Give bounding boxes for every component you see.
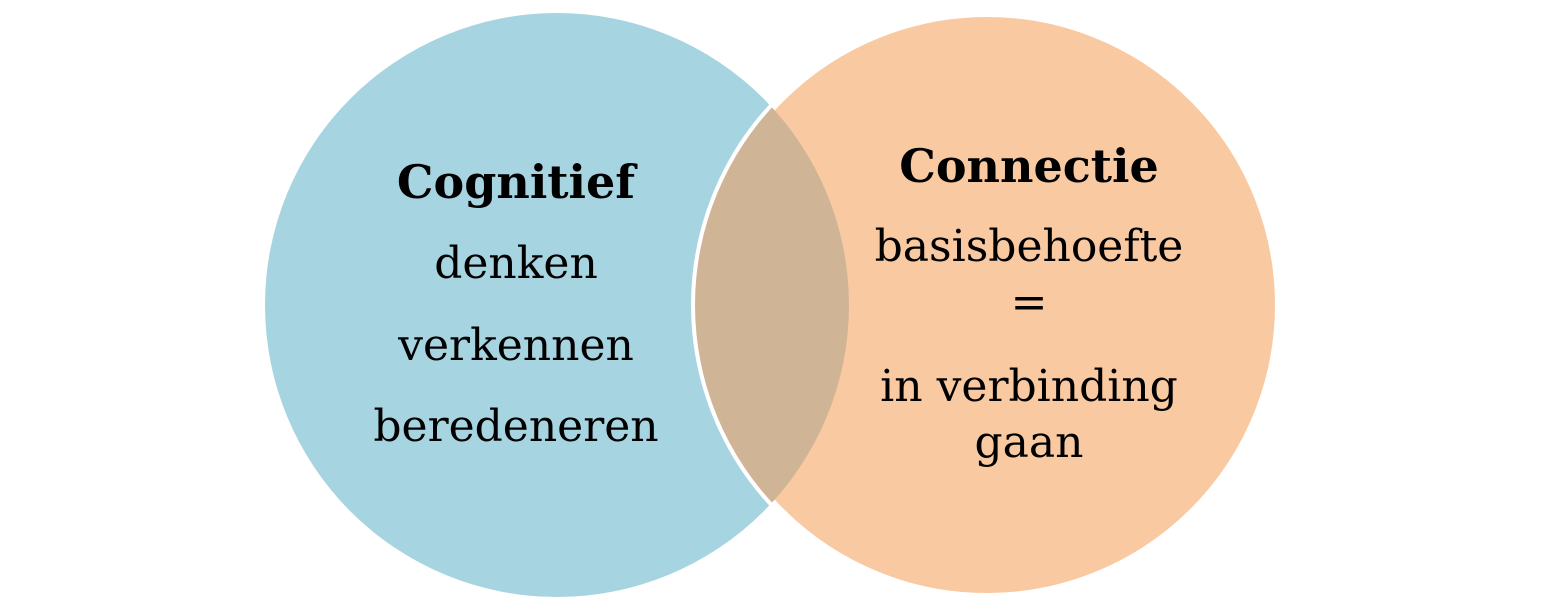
right-circle-title: Connectie	[899, 139, 1158, 193]
right-circle-line: gaan	[975, 417, 1084, 468]
left-circle	[265, 13, 849, 597]
right-circle-line: in verbinding	[880, 361, 1178, 412]
left-circle-line: beredeneren	[373, 401, 658, 452]
left-circle-line: denken	[434, 238, 598, 289]
right-circle-line: basisbehoefte	[875, 221, 1184, 272]
left-circle-title: Cognitief	[397, 155, 638, 209]
right-circle-line: =	[1011, 277, 1048, 328]
left-circle-line: verkennen	[397, 320, 634, 371]
